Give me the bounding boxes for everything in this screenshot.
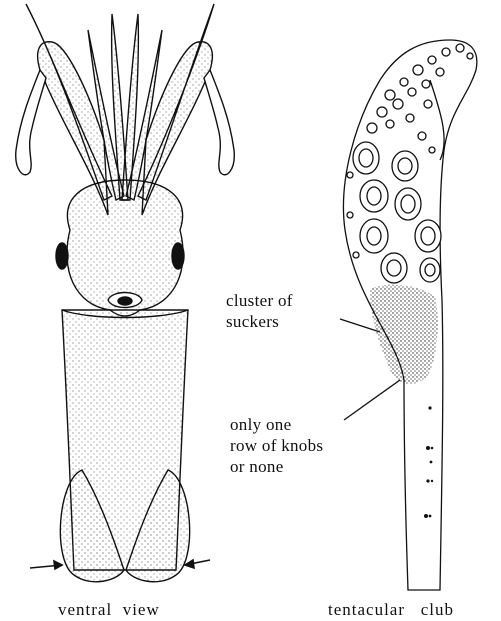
- left-tentacle-club: [16, 70, 46, 175]
- right-eye: [172, 243, 184, 269]
- knobs-label: only one row of knobs or none: [230, 414, 323, 477]
- right-tentacle-club: [204, 70, 234, 175]
- cluster-label-line-2: suckers: [226, 311, 293, 332]
- tentacular-club: [343, 40, 476, 590]
- caption-tentacular-club: tentacular club: [328, 600, 454, 620]
- knobs-label-line-1: only one: [230, 414, 323, 435]
- knobs-pointer: [344, 380, 400, 420]
- squid-ventral-view: [16, 4, 235, 582]
- funnel-opening: [118, 297, 132, 305]
- sucker-cluster: [370, 285, 438, 384]
- caption-ventral-view: ventral view: [58, 600, 160, 620]
- knobs-label-line-2: row of knobs: [230, 435, 323, 456]
- left-eye: [56, 243, 68, 269]
- knobs-label-line-3: or none: [230, 456, 323, 477]
- cluster-label: cluster of suckers: [226, 290, 293, 332]
- cluster-label-line-1: cluster of: [226, 290, 293, 311]
